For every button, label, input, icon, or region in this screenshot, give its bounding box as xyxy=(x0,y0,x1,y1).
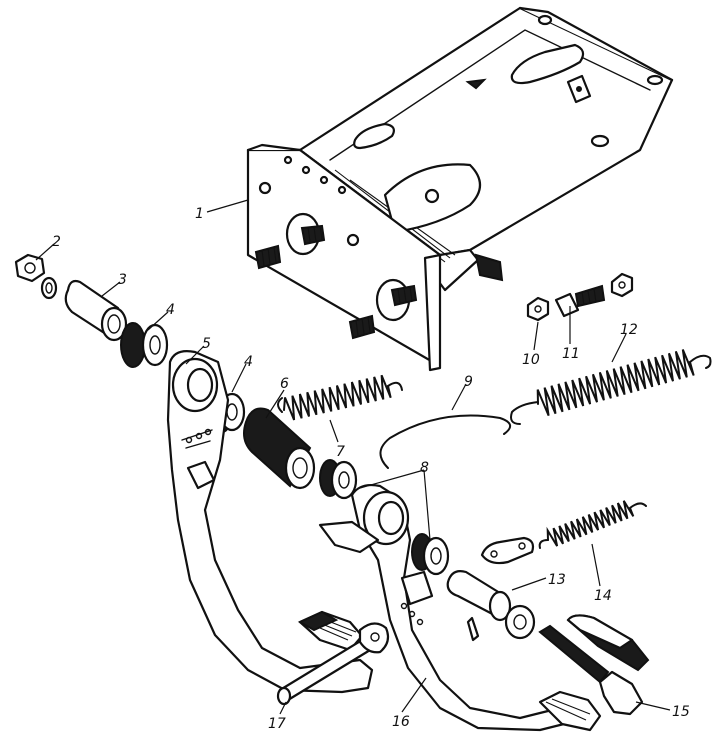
callout-10: 10 xyxy=(522,352,540,368)
callout-4b: 4 xyxy=(244,354,253,370)
pedal-pin xyxy=(276,622,390,706)
nut-and-washer xyxy=(14,253,58,300)
callout-2: 2 xyxy=(52,234,61,250)
callout-17: 17 xyxy=(268,716,286,732)
retaining-clip xyxy=(379,414,511,469)
callout-11: 11 xyxy=(562,346,580,362)
callout-16: 16 xyxy=(392,714,410,730)
callout-4a: 4 xyxy=(166,302,175,318)
callout-1: 1 xyxy=(195,206,204,222)
callout-12: 12 xyxy=(620,322,638,338)
callout-7: 7 xyxy=(336,444,345,460)
clutch-pedal xyxy=(166,350,374,694)
brake-pedal xyxy=(318,483,602,732)
mounting-bracket xyxy=(246,6,674,372)
brake-pedal-bushings xyxy=(319,459,450,576)
callout-labels: 1 2 3 4 4 5 6 7 8 9 10 11 12 13 14 15 16… xyxy=(52,206,690,732)
callout-8: 8 xyxy=(420,460,429,476)
bolt-and-pad xyxy=(466,614,650,716)
return-spring-large xyxy=(510,349,712,425)
callout-3: 3 xyxy=(118,272,127,288)
leader-lines xyxy=(35,199,671,715)
return-spring-small xyxy=(277,374,403,421)
callout-5: 5 xyxy=(202,336,211,352)
pedal-shaft-tube xyxy=(243,407,316,490)
bushing-sleeve xyxy=(64,279,128,342)
flanged-bushing-left xyxy=(120,322,169,368)
callout-9: 9 xyxy=(464,374,473,390)
callout-6: 6 xyxy=(280,376,289,392)
callout-15: 15 xyxy=(672,704,690,720)
stop-nut-and-screw xyxy=(526,272,634,322)
callout-14: 14 xyxy=(594,588,612,604)
callout-13: 13 xyxy=(548,572,566,588)
spacer-and-washer xyxy=(446,570,536,640)
spring-and-link xyxy=(480,500,647,565)
